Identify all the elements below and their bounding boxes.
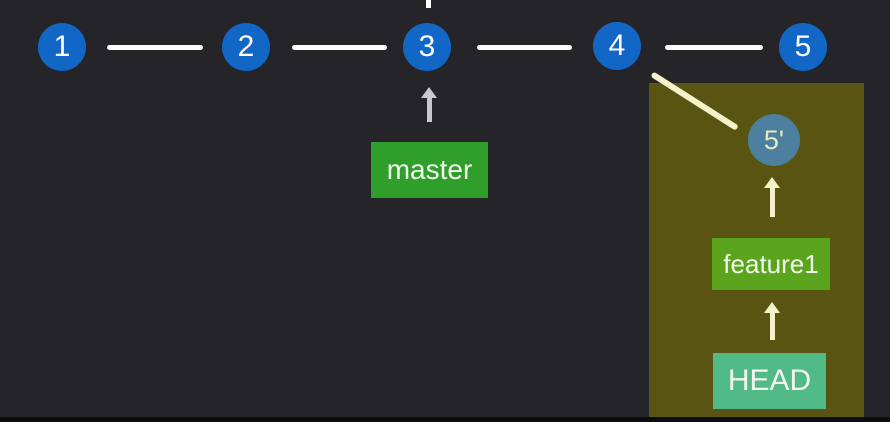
branch-label-master: master: [371, 142, 488, 198]
edge-commit2-commit3: [292, 45, 387, 50]
arrow-stem: [426, 98, 432, 122]
arrow-head-icon: [764, 177, 780, 188]
head-label: HEAD: [713, 353, 826, 409]
commit-node-1: 1: [38, 23, 86, 71]
commit-label: 4: [608, 29, 626, 62]
arrow-head-icon: [421, 87, 437, 98]
bottom-edge: [0, 417, 890, 422]
commit-label: 2: [237, 30, 255, 63]
commit-label: 1: [53, 30, 71, 63]
branch-label-text: feature1: [723, 248, 819, 279]
edge-commit1-commit2: [107, 45, 203, 50]
edge-commit3-commit4: [477, 45, 572, 50]
arrow-feature1-to-commit5prime: [764, 177, 780, 217]
branch-label-feature1: feature1: [712, 238, 830, 290]
cropped-arrow-stub: [426, 0, 431, 8]
arrow-stem: [769, 188, 775, 217]
commit-node-5prime: 5': [748, 114, 800, 166]
commit-node-3: 3: [403, 23, 451, 71]
commit-label: 3: [418, 30, 436, 63]
commit-node-5: 5: [779, 23, 827, 71]
commit-label: 5': [763, 124, 785, 155]
arrow-head-to-feature1: [764, 302, 780, 340]
commit-node-4: 4: [593, 22, 641, 70]
arrow-master-to-commit3: [421, 87, 437, 122]
arrow-head-icon: [764, 302, 780, 313]
head-label-text: HEAD: [727, 364, 812, 397]
commit-label: 5: [794, 30, 812, 63]
arrow-stem: [769, 313, 775, 340]
commit-node-2: 2: [222, 23, 270, 71]
edge-commit4-commit5: [665, 45, 763, 50]
branch-label-text: master: [386, 154, 473, 185]
